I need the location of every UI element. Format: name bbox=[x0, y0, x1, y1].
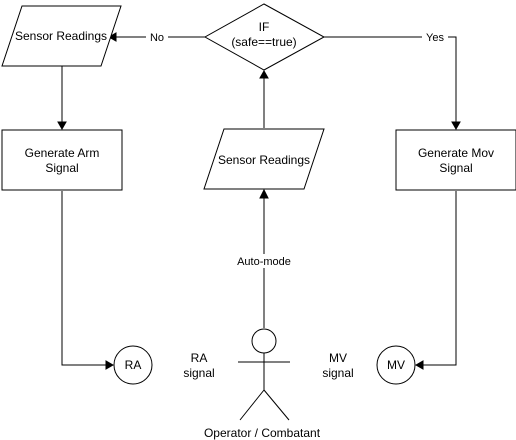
ra-signal-line2: signal bbox=[183, 366, 214, 380]
edge-sensor-to-decision bbox=[259, 69, 269, 128]
generate-arm-signal-line2: Signal bbox=[45, 161, 78, 175]
actor-head bbox=[251, 328, 277, 354]
edge-arm-to-ra bbox=[61, 191, 115, 370]
operator-actor: Operator / Combatant bbox=[204, 328, 321, 440]
ra-node: RA bbox=[113, 345, 153, 385]
svg-text:Auto-mode: Auto-mode bbox=[237, 256, 291, 268]
edge-label-yes: Yes bbox=[422, 30, 448, 44]
actor-right-leg bbox=[263, 389, 290, 421]
actor-left-leg bbox=[239, 389, 265, 421]
mv-signal-line1: MV bbox=[329, 351, 347, 365]
actor-label: Operator / Combatant bbox=[204, 426, 321, 440]
generate-mov-signal-line1: Generate Mov bbox=[418, 146, 494, 160]
mv-label: MV bbox=[387, 358, 405, 372]
generate-mov-signal-line2: Signal bbox=[439, 161, 472, 175]
ra-signal-line1: RA bbox=[191, 351, 208, 365]
generate-arm-signal-node: Generate Arm Signal bbox=[1, 129, 123, 191]
svg-text:Yes: Yes bbox=[426, 32, 444, 44]
ra-label: RA bbox=[125, 358, 142, 372]
sensor-readings-left-label: Sensor Readings bbox=[15, 29, 107, 43]
svg-text:No: No bbox=[150, 32, 164, 44]
mv-node: MV bbox=[376, 345, 416, 385]
annotation-mv-signal: MV signal bbox=[322, 351, 353, 380]
sensor-readings-center-label: Sensor Readings bbox=[218, 153, 310, 167]
decision-node: IF (safe==true) bbox=[203, 3, 326, 71]
sensor-readings-center-node: Sensor Readings bbox=[203, 128, 325, 190]
annotation-ra-signal: RA signal bbox=[183, 351, 214, 380]
generate-mov-signal-node: Generate Mov Signal bbox=[395, 129, 516, 191]
edge-decision-yes bbox=[324, 36, 461, 131]
decision-label-line2: (safe==true) bbox=[231, 35, 296, 49]
sensor-readings-left-node: Sensor Readings bbox=[1, 5, 122, 67]
edge-sensor-to-arm bbox=[57, 66, 67, 131]
generate-arm-signal-line1: Generate Arm bbox=[25, 146, 100, 160]
edge-mov-to-mv bbox=[414, 191, 457, 370]
decision-label-line1: IF bbox=[259, 20, 270, 34]
mv-signal-line2: signal bbox=[322, 366, 353, 380]
edge-label-no: No bbox=[146, 30, 168, 44]
edge-label-auto-mode: Auto-mode bbox=[232, 254, 296, 268]
